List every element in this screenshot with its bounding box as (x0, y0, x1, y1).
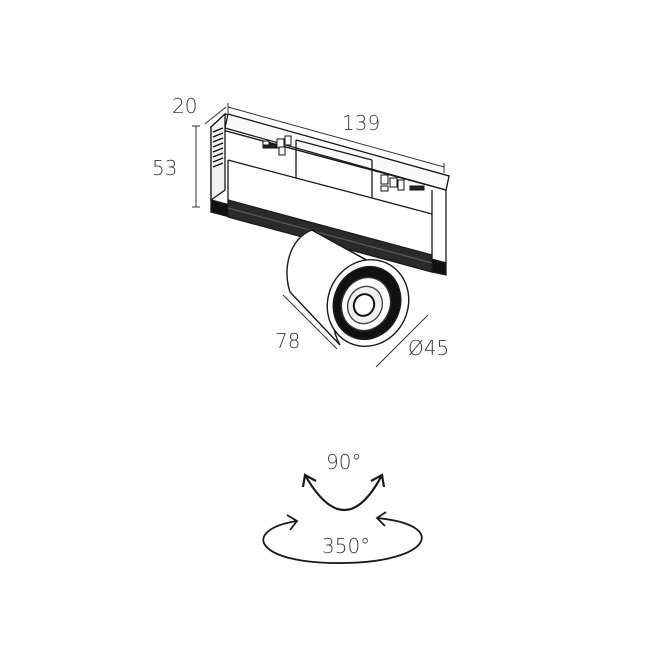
rotate-arrow-icon (262, 511, 423, 564)
track-body (209, 112, 450, 276)
dim-length: 139 (342, 111, 380, 135)
dim-head-diameter: Ø45 (408, 336, 449, 360)
dim-depth: 20 (172, 94, 197, 118)
rotate-angle-label: 350° (322, 534, 370, 558)
dimension-lines (192, 103, 445, 368)
end-cap-vents (212, 127, 224, 168)
tilt-angle-label: 90° (326, 450, 361, 474)
dim-height: 53 (152, 156, 177, 180)
spot-head (286, 229, 410, 348)
tilt-arrow-icon (301, 473, 386, 512)
connector-left (262, 135, 292, 156)
dim-head-length: 78 (275, 329, 300, 353)
connector-right (380, 174, 425, 192)
